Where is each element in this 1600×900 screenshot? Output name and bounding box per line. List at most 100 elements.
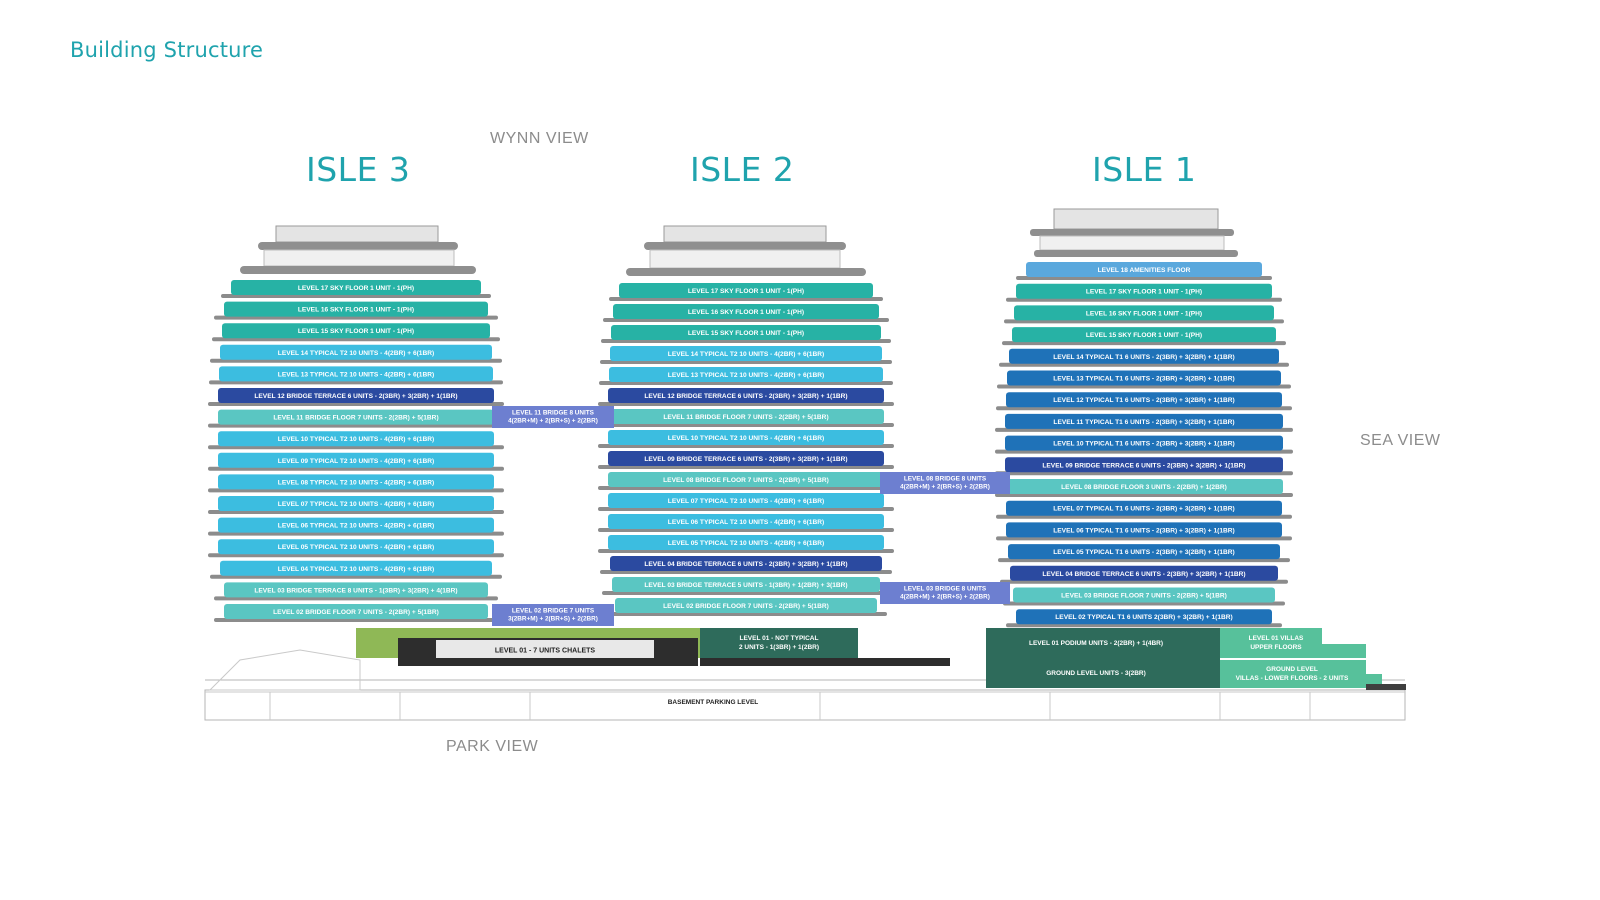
basement-structure — [204, 649, 1406, 721]
isle-3-floor-label: LEVEL 06 TYPICAL T2 10 UNITS - 4(2BR) + … — [278, 523, 434, 530]
isle-3-floor-band — [218, 474, 494, 490]
isle-2-floor-band — [608, 472, 884, 487]
isle-1-floor-band — [1005, 457, 1283, 473]
isle-1-floor-label: LEVEL 11 TYPICAL T1 6 UNITS - 2(3BR) + 3… — [1053, 419, 1234, 426]
villas-lower-block — [1220, 660, 1382, 688]
isle-3-floor-label: LEVEL 16 SKY FLOOR 1 UNIT - 1(PH) — [298, 307, 414, 314]
isle-2-floor-label: LEVEL 13 TYPICAL T2 10 UNITS - 4(2BR) + … — [668, 372, 824, 379]
bridge-label: 4(2BR+M) + 2(BR+S) + 2(2BR) — [900, 594, 990, 601]
isle-3-floor-label: LEVEL 03 BRIDGE TERRACE 8 UNITS - 1(3BR)… — [254, 587, 457, 594]
isle-3-floor-band — [219, 366, 493, 382]
isle-2-level-01-block — [700, 628, 858, 658]
isle-1-floor-label: LEVEL 06 TYPICAL T1 6 UNITS - 2(3BR) + 3… — [1053, 527, 1235, 534]
isle-2-floor-band — [615, 598, 877, 613]
isle-1-floor-band — [1012, 327, 1276, 343]
isle-3-floor-band — [222, 323, 490, 339]
bridge-label: 4(2BR+M) + 2(BR+S) + 2(2BR) — [900, 484, 990, 491]
bridge-label: LEVEL 03 BRIDGE 8 UNITS — [904, 586, 987, 593]
isle-2-floor-label: LEVEL 02 BRIDGE FLOOR 7 UNITS - 2(2BR) +… — [663, 603, 829, 610]
isle-2-floor-label: LEVEL 14 TYPICAL T2 10 UNITS - 4(2BR) + … — [668, 351, 824, 358]
park-view-label: PARK VIEW — [446, 738, 539, 755]
isle-2-floor-band — [613, 304, 879, 319]
isle-1-floor-label: LEVEL 10 TYPICAL T1 6 UNITS - 2(3BR) + 3… — [1053, 441, 1235, 448]
isle-1-floor-band — [1007, 370, 1281, 386]
isle-1-ground-label: GROUND LEVEL UNITS - 3(2BR) — [1046, 670, 1146, 677]
isle-2-floor-band — [608, 451, 884, 466]
bridge-label: LEVEL 02 BRIDGE 7 UNITS — [512, 608, 595, 615]
isle-2-roof — [626, 225, 866, 276]
isle-3-floor-band — [218, 539, 494, 555]
isle-1-floor-band — [1005, 435, 1283, 451]
isle-1-floor-band — [1006, 500, 1282, 516]
isle-1-floor-band — [1013, 587, 1275, 603]
isle-2-floor-label: LEVEL 11 BRIDGE FLOOR 7 UNITS - 2(2BR) +… — [663, 414, 828, 421]
isle-1-floor-label: LEVEL 12 TYPICAL T1 6 UNITS - 2(3BR) + 3… — [1053, 397, 1235, 404]
isle-1-floor-label: LEVEL 09 BRIDGE TERRACE 6 UNITS - 2(3BR)… — [1042, 462, 1245, 469]
isle-3-floor-label: LEVEL 14 TYPICAL T2 10 UNITS - 4(2BR) + … — [278, 350, 434, 357]
isle-1-floor-band — [1005, 413, 1283, 429]
bridge-block — [492, 604, 614, 626]
isle-3-floor-band — [220, 344, 492, 360]
isle-2-floor-band — [608, 514, 884, 529]
isle-1-floor-label: LEVEL 16 SKY FLOOR 1 UNIT - 1(PH) — [1086, 310, 1202, 317]
chalets-label-panel — [436, 640, 654, 658]
sea-view-label: SEA VIEW — [1360, 432, 1441, 449]
isle-2-floor-band — [608, 493, 884, 508]
isle-1-podium-block — [986, 628, 1220, 658]
isle-2-floor-label: LEVEL 15 SKY FLOOR 1 UNIT - 1(PH) — [688, 330, 804, 337]
isle-1-floor-label: LEVEL 07 TYPICAL T1 6 UNITS - 2(3BR) + 3… — [1053, 506, 1235, 513]
isle-1-title: ISLE 1 — [1092, 150, 1197, 189]
isle-3-floor-band — [224, 582, 488, 598]
isle-3-floor-label: LEVEL 12 BRIDGE TERRACE 6 UNITS - 2(3BR)… — [254, 393, 457, 400]
bridge-label: 3(2BR+M) + 2(BR+S) + 2(2BR) — [508, 616, 598, 623]
isle-2-floor-label: LEVEL 06 TYPICAL T2 10 UNITS - 4(2BR) + … — [668, 519, 824, 526]
isle-3-floor-label: LEVEL 15 SKY FLOOR 1 UNIT - 1(PH) — [298, 328, 414, 335]
isle-3-floor-label: LEVEL 07 TYPICAL T2 10 UNITS - 4(2BR) + … — [278, 501, 434, 508]
isle-3-floor-band — [218, 388, 494, 403]
isle-2-floor-band — [608, 430, 884, 445]
podium: LEVEL 01 - 7 UNITS CHALETS LEVEL 01 - NO… — [356, 628, 1406, 706]
isle-3-floor-label: LEVEL 10 TYPICAL T2 10 UNITS - 4(2BR) + … — [278, 436, 434, 443]
isle-2-floor-label: LEVEL 17 SKY FLOOR 1 UNIT - 1(PH) — [688, 288, 804, 295]
isle-1-roof — [1030, 208, 1238, 257]
isle-1-floor-label: LEVEL 04 BRIDGE TERRACE 6 UNITS - 2(3BR)… — [1042, 571, 1245, 578]
isle-2-floor-band — [610, 346, 882, 361]
bridge-label: LEVEL 08 BRIDGE 8 UNITS — [904, 476, 987, 483]
villas-upper-label-2: UPPER FLOORS — [1250, 644, 1302, 651]
isle-3-floor-band — [218, 452, 494, 468]
isle-3-floor-label: LEVEL 09 TYPICAL T2 10 UNITS - 4(2BR) + … — [278, 458, 434, 465]
isle-1-floor-band — [1008, 544, 1280, 560]
isle-1-floor-band — [1026, 262, 1262, 277]
bridge-block — [880, 582, 1010, 604]
isle-3-floor-band — [218, 431, 494, 447]
isle-1-floor-label: LEVEL 18 AMENITIES FLOOR — [1098, 267, 1191, 274]
isle-2-floor-label: LEVEL 07 TYPICAL T2 10 UNITS - 4(2BR) + … — [668, 498, 824, 505]
page-title: Building Structure — [70, 38, 264, 62]
isle-3-floor-band — [218, 517, 494, 533]
isle-2-floor-band — [610, 556, 882, 571]
isle-2-level-01-label-2: 2 UNITS - 1(3BR) + 1(2BR) — [739, 644, 819, 651]
isle-1-ground-block — [986, 658, 1220, 688]
isle-3-floor-label: LEVEL 04 TYPICAL T2 10 UNITS - 4(2BR) + … — [278, 566, 434, 573]
isle-2-title: ISLE 2 — [690, 150, 795, 189]
isle-2-floor-band — [611, 325, 881, 340]
isle-3-floor-label: LEVEL 13 TYPICAL T2 10 UNITS - 4(2BR) + … — [278, 371, 434, 378]
isle-1-floor-band — [1006, 392, 1282, 408]
isle-3-floor-label: LEVEL 02 BRIDGE FLOOR 7 UNITS - 2(2BR) +… — [273, 609, 439, 616]
isle-2-floor-label: LEVEL 03 BRIDGE TERRACE 5 UNITS - 1(3BR)… — [644, 582, 847, 589]
isle-2-floor-label: LEVEL 09 BRIDGE TERRACE 6 UNITS - 2(3BR)… — [644, 456, 847, 463]
isle-3-floor-label: LEVEL 17 SKY FLOOR 1 UNIT - 1(PH) — [298, 285, 414, 292]
isle-1-floor-band — [1006, 522, 1282, 538]
isle-3-floor-band — [218, 496, 494, 511]
bridge-block — [880, 472, 1010, 494]
isle-1-floor-label: LEVEL 15 SKY FLOOR 1 UNIT - 1(PH) — [1086, 332, 1202, 339]
isle-1-floor-label: LEVEL 03 BRIDGE FLOOR 7 UNITS - 2(2BR) +… — [1061, 593, 1227, 600]
chalets-label: LEVEL 01 - 7 UNITS CHALETS — [495, 648, 596, 655]
isle-2-floor-label: LEVEL 04 BRIDGE TERRACE 6 UNITS - 2(3BR)… — [644, 561, 847, 568]
isle-2-floor-label: LEVEL 10 TYPICAL T2 10 UNITS - 4(2BR) + … — [668, 435, 824, 442]
isle-1-floor-label: LEVEL 05 TYPICAL T1 6 UNITS - 2(3BR) + 3… — [1053, 549, 1235, 556]
isle-1-floor-label: LEVEL 08 BRIDGE FLOOR 3 UNITS - 2(2BR) +… — [1061, 484, 1227, 491]
isle-3-floor-band — [218, 409, 494, 425]
isle-3-floor-band — [224, 301, 488, 317]
isle-1-floor-label: LEVEL 13 TYPICAL T1 6 UNITS - 2(3BR) + 3… — [1053, 376, 1235, 383]
